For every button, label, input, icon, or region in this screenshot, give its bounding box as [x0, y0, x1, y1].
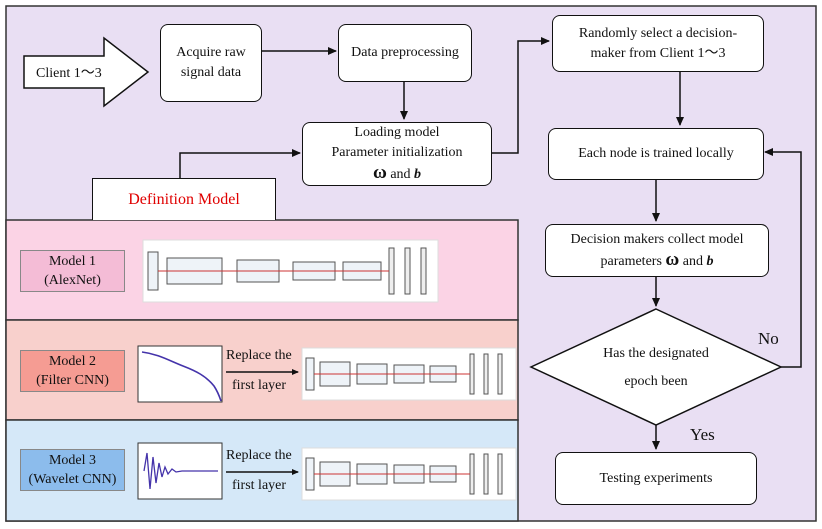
local-training-box: Each node is trained locally — [548, 128, 764, 180]
preprocess-label: Data preprocessing — [351, 45, 459, 60]
collect-and-word: and — [682, 253, 704, 269]
model2-network-thumbnail — [301, 347, 517, 401]
client-arrow-shape — [23, 36, 150, 108]
model3-replace-line1: Replace the — [226, 448, 292, 463]
model1-line1: Model 1 — [48, 254, 97, 269]
model3-tag: Model 3 (Wavelet CNN) — [20, 449, 125, 491]
collect-omega-symbol: ω — [665, 248, 680, 270]
loading-model-box: Loading model Parameter initialization ω… — [302, 122, 492, 186]
model1-tag: Model 1 (AlexNet) — [20, 250, 125, 292]
model2-replace-line2: first layer — [232, 378, 287, 393]
b-symbol: b — [414, 167, 422, 182]
testing-experiments-box: Testing experiments — [555, 452, 757, 505]
collect-b-symbol: b — [706, 253, 714, 269]
model3-replace-line2: first layer — [232, 478, 287, 493]
decision-line1: Has the designated — [603, 346, 709, 361]
yes-branch-label: Yes — [690, 425, 715, 444]
model3-network-thumbnail — [301, 447, 517, 501]
model2-tag: Model 2 (Filter CNN) — [20, 350, 125, 392]
model1-network-thumbnail — [142, 239, 439, 303]
arrow-no-loop — [764, 148, 802, 368]
model2-line1: Model 2 — [48, 354, 97, 369]
definition-label: Definition Model — [128, 190, 240, 208]
loading-line1: Loading model — [354, 125, 440, 140]
testing-label: Testing experiments — [599, 470, 713, 486]
model3-line1: Model 3 — [48, 453, 97, 468]
collect-line2: parameters ω and b — [571, 248, 744, 272]
model2-replace-line1: Replace the — [226, 348, 292, 363]
definition-model-box: Definition Model — [92, 178, 276, 220]
client-label: Client 1～3 — [36, 66, 102, 81]
and-word: and — [390, 167, 411, 182]
arrow-definition-to-loading — [179, 149, 301, 178]
acquire-line2: signal data — [180, 65, 242, 80]
omega-symbol: ω — [372, 162, 387, 183]
model3-wavelet-thumbnail — [137, 442, 223, 500]
collect-line1: Decision makers collect model — [570, 231, 744, 247]
collect-params-word: parameters — [600, 253, 662, 269]
random-line1: Randomly select a decision- — [578, 25, 738, 41]
collect-parameters-box: Decision makers collect model parameters… — [545, 224, 769, 277]
loading-line3: ω and b — [331, 163, 462, 185]
model2-line2: (Filter CNN) — [36, 373, 109, 388]
acquire-line1: Acquire raw — [176, 45, 246, 60]
acquire-raw-data-box: Acquire raw signal data — [160, 24, 262, 102]
trained-label: Each node is trained locally — [578, 146, 734, 161]
decision-line2: epoch been — [624, 374, 688, 389]
model1-line2: (AlexNet) — [44, 273, 101, 288]
random-select-box: Randomly select a decision- maker from C… — [552, 15, 764, 72]
random-line2: maker from Client 1～3 — [590, 45, 726, 61]
model2-filter-curve-thumbnail — [137, 345, 223, 403]
loading-line2: Parameter initialization — [331, 145, 463, 160]
model3-line2: (Wavelet CNN) — [28, 472, 117, 487]
data-preprocessing-box: Data preprocessing — [338, 24, 472, 82]
arrow-loading-to-random — [492, 37, 550, 154]
no-branch-label: No — [758, 329, 779, 348]
